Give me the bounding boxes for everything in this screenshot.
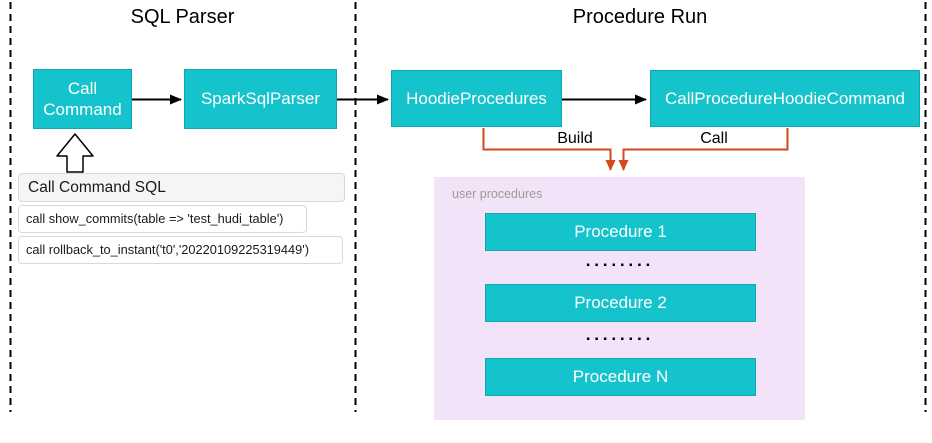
node-hoodie-procedures-label: HoodieProcedures	[406, 88, 547, 108]
call-connector	[618, 128, 789, 171]
node-call-procedure-hoodie-command-label: CallProcedureHoodieCommand	[664, 88, 905, 108]
sql-statement-row: call show_commits(table => 'test_hudi_ta…	[18, 205, 307, 233]
node-procedure-2: Procedure 2	[485, 284, 756, 322]
block-up-arrow-icon	[56, 133, 94, 173]
node-procedure-1: Procedure 1	[485, 213, 756, 251]
section-title-procedure-run: Procedure Run	[572, 6, 708, 28]
build-connector	[482, 128, 616, 171]
node-procedure-1-label: Procedure 1	[574, 222, 667, 241]
node-spark-sql-parser: SparkSqlParser	[184, 69, 337, 129]
sql-panel-header: Call Command SQL	[18, 173, 345, 202]
node-call-procedure-hoodie-command: CallProcedureHoodieCommand	[650, 70, 920, 127]
node-procedure-n-label: Procedure N	[572, 367, 669, 386]
user-procedures-label: user procedures	[452, 187, 543, 201]
section-title-sql-parser: SQL Parser	[130, 6, 235, 28]
node-hoodie-procedures: HoodieProcedures	[391, 70, 562, 127]
build-connector-label: Build	[544, 130, 606, 148]
node-spark-sql-parser-label: SparkSqlParser	[200, 89, 321, 109]
node-procedure-2-label: Procedure 2	[574, 293, 667, 312]
node-call-command: Call Command	[33, 69, 132, 129]
node-call-command-label: Call Command	[43, 78, 122, 119]
node-procedure-n: Procedure N	[485, 358, 756, 396]
ellipsis-dots: ▪▪▪▪▪▪▪▪	[586, 334, 655, 345]
ellipsis-dots: ▪▪▪▪▪▪▪▪	[586, 260, 655, 271]
sql-statement-row: call rollback_to_instant('t0','202201092…	[18, 236, 343, 264]
user-procedures-panel: user procedures Procedure 1 ▪▪▪▪▪▪▪▪ Pro…	[434, 177, 805, 420]
call-connector-label: Call	[683, 130, 745, 148]
